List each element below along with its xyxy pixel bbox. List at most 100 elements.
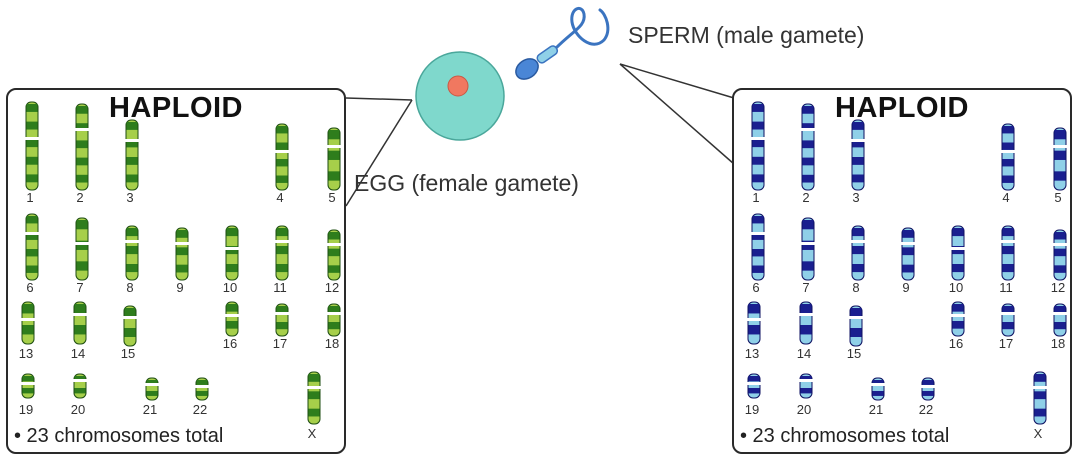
- chromosome-label: 21: [868, 402, 884, 417]
- chromosome-label: 10: [222, 280, 238, 295]
- chromosome-15: [122, 305, 138, 347]
- sperm-caption: SPERM (male gamete): [628, 22, 865, 48]
- chromosome-14: [798, 301, 814, 345]
- chromosome-label: 1: [26, 190, 34, 205]
- left-callout-line-bottom: [345, 99, 413, 207]
- right-callout-line-top: [619, 63, 735, 99]
- chromosome-label: 20: [796, 402, 812, 417]
- chromosome-label: 13: [18, 346, 34, 361]
- chromosome-label: 7: [76, 280, 84, 295]
- chromosome-label: 11: [999, 280, 1013, 295]
- chromosome-label: 3: [852, 190, 860, 205]
- chromosome-3: [850, 119, 866, 191]
- left-callout-line-top: [345, 97, 413, 101]
- chromosome-label: X: [307, 426, 317, 441]
- chromosome-label: 17: [272, 336, 288, 351]
- chromosome-label: 9: [176, 280, 184, 295]
- chromosome-6: [750, 213, 766, 281]
- chromosome-total-note: • 23 chromosomes total: [740, 425, 950, 447]
- chromosome-19: [746, 373, 762, 399]
- chromosome-label: 16: [222, 336, 238, 351]
- chromosome-17: [1000, 303, 1016, 337]
- chromosome-18: [1052, 303, 1068, 337]
- chromosome-9: [174, 227, 190, 281]
- chromosome-18: [326, 303, 342, 337]
- egg-caption: EGG (female gamete): [354, 170, 579, 196]
- chromosome-2: [800, 103, 816, 191]
- chromosome-label: 11: [273, 280, 287, 295]
- chromosome-label: 22: [192, 402, 208, 417]
- chromosome-label: 8: [126, 280, 134, 295]
- chromosome-13: [746, 301, 762, 345]
- chromosome-label: 22: [918, 402, 934, 417]
- chromosome-label: 19: [744, 402, 760, 417]
- chromosome-16: [224, 301, 240, 337]
- chromosome-label: 13: [744, 346, 760, 361]
- chromosome-label: 3: [126, 190, 134, 205]
- chromosome-label: 6: [26, 280, 34, 295]
- chromosome-16: [950, 301, 966, 337]
- chromosome-14: [72, 301, 88, 345]
- chromosome-label: 6: [752, 280, 760, 295]
- chromosome-label: 14: [70, 346, 86, 361]
- panel-title: HAPLOID: [109, 92, 243, 124]
- chromosome-label: 18: [1050, 336, 1066, 351]
- chromosome-6: [24, 213, 40, 281]
- panel-title: HAPLOID: [835, 92, 969, 124]
- chromosome-15: [848, 305, 864, 347]
- chromosome-label: 1: [752, 190, 760, 205]
- chromosome-21: [144, 377, 160, 401]
- chromosome-label: 12: [1050, 280, 1066, 295]
- chromosome-2: [74, 103, 90, 191]
- right-callout-line-bottom: [619, 63, 735, 165]
- chromosome-8: [124, 225, 140, 281]
- chromosome-label: 19: [18, 402, 34, 417]
- chromosome-3: [124, 119, 140, 191]
- chromosome-4: [274, 123, 290, 191]
- chromosome-4: [1000, 123, 1016, 191]
- chromosome-22: [194, 377, 210, 401]
- sperm-cell: [515, 6, 610, 80]
- chromosome-12: [1052, 229, 1068, 281]
- chromosome-7: [74, 217, 90, 281]
- chromosome-label: 5: [1054, 190, 1062, 205]
- chromosome-label: 2: [76, 190, 84, 205]
- chromosome-x: [1032, 371, 1048, 425]
- chromosome-x: [306, 371, 322, 425]
- chromosome-label: 16: [948, 336, 964, 351]
- chromosome-label: 4: [276, 190, 284, 205]
- chromosome-label: 21: [142, 402, 158, 417]
- chromosome-10: [950, 225, 966, 281]
- chromosome-12: [326, 229, 342, 281]
- egg-nucleus: [447, 75, 469, 97]
- chromosome-label: 15: [846, 346, 862, 361]
- chromosome-label: 20: [70, 402, 86, 417]
- chromosome-11: [1000, 225, 1016, 281]
- chromosome-10: [224, 225, 240, 281]
- chromosome-19: [20, 373, 36, 399]
- chromosome-5: [326, 127, 342, 191]
- chromosome-7: [800, 217, 816, 281]
- chromosome-label: 18: [324, 336, 340, 351]
- chromosome-label: 8: [852, 280, 860, 295]
- chromosome-label: 2: [802, 190, 810, 205]
- chromosome-20: [798, 373, 814, 399]
- chromosome-21: [870, 377, 886, 401]
- chromosome-label: X: [1033, 426, 1043, 441]
- chromosome-22: [920, 377, 936, 401]
- chromosome-label: 15: [120, 346, 136, 361]
- chromosome-label: 7: [802, 280, 810, 295]
- chromosome-8: [850, 225, 866, 281]
- chromosome-5: [1052, 127, 1068, 191]
- chromosome-label: 9: [902, 280, 910, 295]
- chromosome-label: 12: [324, 280, 340, 295]
- chromosome-label: 14: [796, 346, 812, 361]
- chromosome-13: [20, 301, 36, 345]
- chromosome-label: 17: [998, 336, 1014, 351]
- chromosome-1: [24, 101, 40, 191]
- chromosome-17: [274, 303, 290, 337]
- chromosome-11: [274, 225, 290, 281]
